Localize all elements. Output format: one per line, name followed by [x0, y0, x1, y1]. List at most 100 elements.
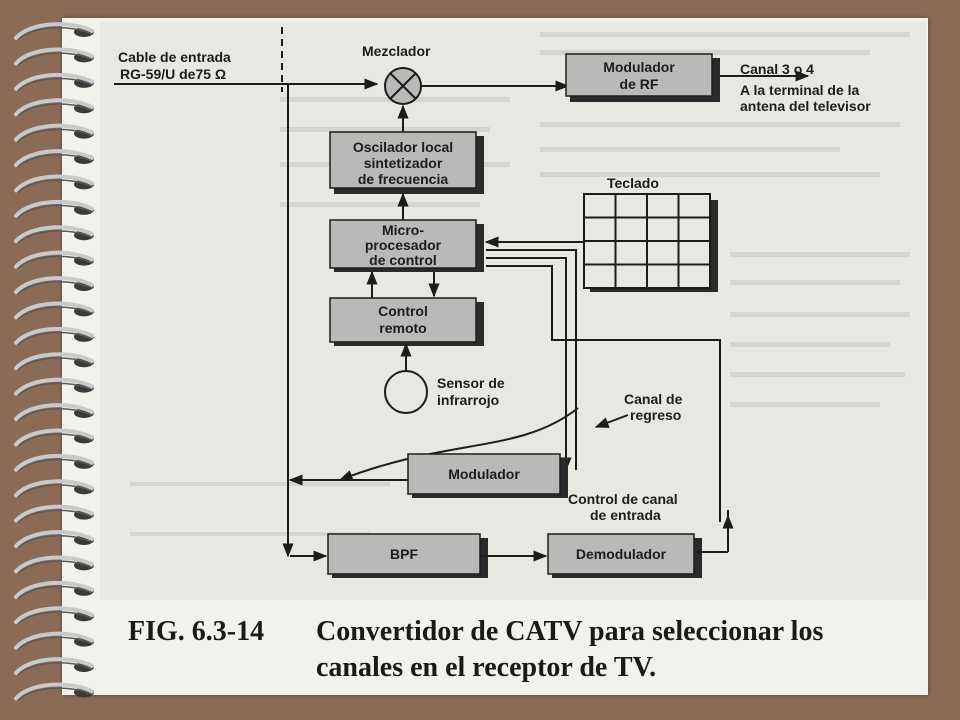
bpf-block: BPF	[327, 533, 488, 578]
input-label: Cable de entrada RG-59/U de75 Ω	[118, 49, 231, 82]
binding-coil-shadow	[17, 230, 93, 244]
oscillator-block: Oscilador local sintetizador de frecuenc…	[329, 131, 484, 194]
svg-text:sintetizador: sintetizador	[364, 155, 443, 171]
binding-coil-shadow	[17, 52, 93, 66]
binding-coil	[14, 352, 94, 371]
svg-text:Control: Control	[378, 303, 428, 319]
svg-text:Demodulador: Demodulador	[576, 546, 667, 562]
return-channel-curve	[338, 407, 579, 481]
binding-coil-shadow	[17, 509, 93, 524]
keypad	[583, 193, 718, 292]
demodulator-block: Demodulador	[547, 533, 702, 578]
svg-text:RG-59/U de75 Ω: RG-59/U de75 Ω	[120, 66, 226, 82]
svg-text:Canal 3 o 4: Canal 3 o 4	[740, 61, 814, 77]
svg-text:de frecuencia: de frecuencia	[358, 171, 448, 187]
binding-coil-shadow	[17, 128, 93, 143]
svg-text:BPF: BPF	[390, 546, 418, 562]
microprocessor-block: Micro- procesador de control	[329, 219, 484, 272]
binding-coil-shadow	[17, 27, 93, 41]
svg-text:Micro-: Micro-	[382, 222, 424, 238]
binding-coil-shadow	[17, 154, 93, 168]
svg-text:Cable de entrada: Cable de entrada	[118, 49, 231, 65]
binding-coil	[14, 301, 94, 320]
binding-coil	[14, 174, 94, 193]
svg-text:de control: de control	[369, 252, 437, 268]
svg-text:regreso: regreso	[630, 407, 681, 423]
binding-coil	[14, 22, 94, 40]
binding-coil	[14, 377, 94, 396]
binding-coil	[14, 72, 94, 91]
binding-coil-shadow	[17, 585, 93, 600]
mixer-label: Mezclador	[362, 43, 431, 59]
svg-text:Sensor de: Sensor de	[437, 375, 505, 391]
svg-text:A la terminal de la: A la terminal de la	[740, 82, 860, 98]
keypad-label: Teclado	[607, 175, 659, 191]
svg-text:Control de canal: Control de canal	[568, 491, 678, 507]
svg-text:infrarrojo: infrarrojo	[437, 392, 499, 408]
svg-text:Canal de: Canal de	[624, 391, 683, 407]
cpu-to-modulator-line-b	[486, 257, 572, 472]
binding-coil	[14, 199, 94, 218]
binding-coil-shadow	[17, 687, 93, 701]
rf-modulator-block: Modulador de RF	[565, 53, 720, 102]
mixer	[384, 67, 422, 105]
binding-coil	[14, 98, 94, 117]
binding-coil-shadow	[17, 179, 93, 193]
svg-text:antena del televisor: antena del televisor	[740, 98, 871, 114]
block-diagram: Cable de entrada RG-59/U de75 Ω Mezclado…	[100, 22, 926, 600]
caption-line-2: canales en el receptor de TV.	[316, 652, 657, 683]
modulator-block: Modulador	[407, 453, 568, 498]
binding-coil-shadow	[17, 458, 93, 473]
output-label: Canal 3 o 4 A la terminal de la antena d…	[740, 61, 871, 114]
input-channel-control-label: Control de canal de entrada	[568, 491, 678, 523]
binding-coil	[14, 403, 94, 421]
binding-coil-shadow	[17, 255, 93, 270]
binding-coil-shadow	[17, 408, 93, 422]
svg-text:Modulador: Modulador	[603, 59, 675, 75]
remote-control-block: Control remoto	[329, 297, 484, 346]
svg-text:procesador: procesador	[365, 237, 442, 253]
svg-text:de RF: de RF	[620, 76, 659, 92]
binding-coil-shadow	[17, 204, 93, 219]
input-channel-control-line	[486, 265, 721, 522]
binding-coil-shadow	[17, 103, 93, 117]
binding-coil-shadow	[17, 662, 93, 676]
binding-coil-shadow	[17, 281, 93, 295]
binding-coil-shadow	[17, 560, 93, 574]
binding-coil-shadow	[17, 636, 93, 651]
binding-coil	[14, 504, 94, 523]
binding-coil	[14, 657, 94, 675]
binding-coil-shadow	[17, 611, 93, 625]
svg-text:Oscilador local: Oscilador local	[353, 139, 453, 155]
binding-coil-shadow	[17, 535, 93, 549]
binding-coil	[14, 326, 94, 345]
binding-coil-shadow	[17, 484, 93, 498]
binding-coil	[14, 123, 94, 142]
binding-coil-shadow	[17, 433, 93, 447]
binding-coil-shadow	[17, 382, 93, 397]
binding-coil	[14, 47, 94, 66]
binding-coil-shadow	[17, 306, 93, 320]
binding-coil	[14, 479, 94, 498]
binding-coil-shadow	[17, 357, 93, 371]
binding-coil	[14, 453, 94, 472]
ir-sensor	[384, 370, 428, 414]
binding-coil	[14, 225, 94, 244]
binding-coil-shadow	[17, 331, 93, 346]
binding-coil	[14, 580, 94, 599]
binding-coil	[14, 682, 94, 701]
svg-text:de entrada: de entrada	[590, 507, 661, 523]
binding-coil	[14, 631, 94, 650]
figure-number: FIG. 6.3-14	[128, 616, 265, 647]
binding-coil	[14, 530, 94, 548]
cpu-to-modulator-line-a	[486, 249, 577, 470]
spiral-binding	[14, 22, 94, 701]
binding-coil	[14, 276, 94, 294]
binding-coil	[14, 149, 94, 167]
binding-coil	[14, 250, 94, 269]
svg-text:Modulador: Modulador	[448, 466, 520, 482]
figure-caption: FIG. 6.3-14 Convertidor de CATV para sel…	[62, 600, 928, 695]
binding-coil	[14, 555, 94, 574]
binding-coil-shadow	[17, 77, 93, 92]
return-channel-pointer	[594, 414, 629, 428]
